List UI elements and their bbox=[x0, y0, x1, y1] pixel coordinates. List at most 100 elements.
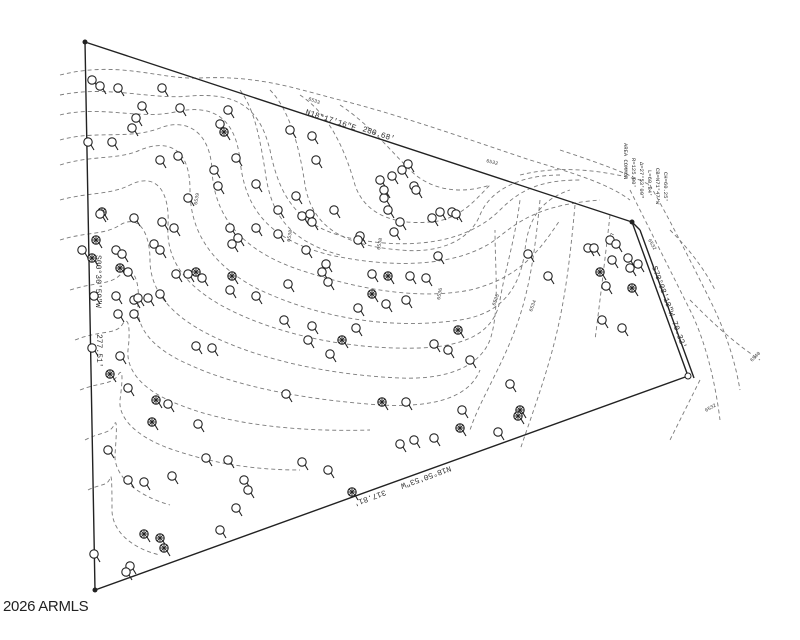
tree-symbol bbox=[167, 471, 179, 485]
tree-symbol bbox=[311, 155, 323, 169]
tree-symbol bbox=[115, 351, 127, 365]
tree-symbol bbox=[83, 137, 95, 151]
tree-symbol bbox=[87, 253, 99, 267]
tree-symbol bbox=[383, 205, 395, 219]
tree-symbol bbox=[337, 335, 349, 349]
tree-symbol bbox=[451, 209, 463, 223]
tree-symbol bbox=[625, 263, 637, 277]
tree-symbol bbox=[139, 477, 151, 491]
tree-symbol bbox=[129, 309, 141, 323]
curve-note: AREA COMMON R=125.00' Δ=27°53'09" L=60.8… bbox=[622, 143, 669, 205]
tree-symbol bbox=[147, 417, 159, 431]
tree-symbol bbox=[191, 341, 203, 355]
tree-symbol bbox=[213, 181, 225, 195]
tree-symbol bbox=[617, 323, 629, 337]
tree-symbol bbox=[281, 389, 293, 403]
tree-symbol bbox=[597, 315, 609, 329]
tree-symbol bbox=[231, 503, 243, 517]
tree-symbol bbox=[201, 453, 213, 467]
tree-symbol bbox=[347, 487, 359, 501]
tree-symbol bbox=[429, 433, 441, 447]
tree-symbol bbox=[397, 165, 409, 179]
tree-symbol bbox=[351, 323, 363, 337]
tree-symbol bbox=[131, 113, 143, 127]
tree-symbol bbox=[227, 239, 239, 253]
west-distance-label: 277.51' bbox=[94, 334, 103, 368]
tree-symbol bbox=[405, 271, 417, 285]
tree-symbol bbox=[279, 315, 291, 329]
tree-symbol bbox=[113, 309, 125, 323]
curve-note-line: AREA COMMON bbox=[622, 143, 629, 179]
tree-symbol bbox=[113, 83, 125, 97]
tree-symbol bbox=[285, 125, 297, 139]
tree-symbol bbox=[283, 279, 295, 293]
tree-symbol bbox=[307, 217, 319, 231]
tree-symbol bbox=[353, 303, 365, 317]
tree-symbol bbox=[129, 213, 141, 227]
tree-symbol bbox=[433, 251, 445, 265]
tree-symbol bbox=[367, 269, 379, 283]
contour-label: 6539 bbox=[193, 192, 201, 205]
tree-symbol bbox=[403, 159, 415, 173]
contour-lines bbox=[59, 68, 761, 556]
curve-note-line: L=60.84' bbox=[646, 170, 653, 196]
tree-symbol bbox=[493, 427, 505, 441]
tree-symbol bbox=[183, 193, 195, 207]
tree-symbol bbox=[225, 285, 237, 299]
tree-symbol bbox=[197, 273, 209, 287]
tree-symbol bbox=[157, 217, 169, 231]
contour-label: 6540 bbox=[749, 351, 762, 364]
tree-symbol bbox=[143, 293, 155, 307]
tree-symbol bbox=[291, 191, 303, 205]
tree-symbol bbox=[117, 249, 129, 263]
tree-symbol bbox=[139, 529, 151, 543]
tree-symbol bbox=[589, 243, 601, 257]
tree-symbol bbox=[251, 223, 263, 237]
tree-symbol bbox=[219, 127, 231, 141]
tree-symbol bbox=[155, 245, 167, 259]
tree-symbol bbox=[395, 439, 407, 453]
east-distance-label: 70.32' bbox=[669, 320, 687, 350]
tree-symbol bbox=[121, 567, 133, 581]
tree-symbol bbox=[435, 207, 447, 221]
north-bearing-label: N18°17'16"E bbox=[304, 108, 357, 133]
tree-symbol bbox=[381, 299, 393, 313]
tree-symbol bbox=[367, 289, 379, 303]
tree-symbol bbox=[465, 355, 477, 369]
tree-symbol bbox=[353, 235, 365, 249]
tree-symbol bbox=[421, 273, 433, 287]
tree-symbol bbox=[87, 343, 99, 357]
tree-symbol bbox=[157, 83, 169, 97]
tree-symbol bbox=[111, 291, 123, 305]
tree-symbol bbox=[379, 185, 391, 199]
contour-label: 6536 bbox=[436, 287, 444, 300]
copyright-notice: 2026 ARMLS bbox=[3, 598, 89, 615]
tree-symbol bbox=[383, 271, 395, 285]
tree-symbol bbox=[243, 485, 255, 499]
corner-marker bbox=[684, 372, 692, 380]
south-bearing-label: N18°50'53"W bbox=[399, 463, 452, 490]
contour-label: 6532 bbox=[485, 158, 498, 167]
tree-symbol bbox=[457, 405, 469, 419]
tree-symbol bbox=[251, 179, 263, 193]
contour-label: 6533 bbox=[307, 96, 320, 106]
tree-symbol bbox=[401, 397, 413, 411]
tree-symbol bbox=[611, 239, 623, 253]
tree-symbol bbox=[223, 455, 235, 469]
tree-symbol bbox=[123, 475, 135, 489]
contour-label: 6532 bbox=[704, 403, 717, 414]
tree-symbol bbox=[543, 271, 555, 285]
tree-symbol bbox=[323, 465, 335, 479]
tree-symbol bbox=[389, 227, 401, 241]
tree-symbol bbox=[443, 345, 455, 359]
curve-note-line: R=125.00' bbox=[630, 158, 637, 188]
tree-symbol bbox=[387, 171, 399, 185]
tree-symbol bbox=[95, 209, 107, 223]
contour-label: 6538 bbox=[376, 237, 384, 250]
corner-marker bbox=[629, 219, 635, 225]
curve-note-line: Δ=27°53'09" bbox=[638, 162, 645, 198]
tree-symbol bbox=[297, 457, 309, 471]
tree-symbol bbox=[89, 549, 101, 563]
tree-symbol bbox=[307, 321, 319, 335]
